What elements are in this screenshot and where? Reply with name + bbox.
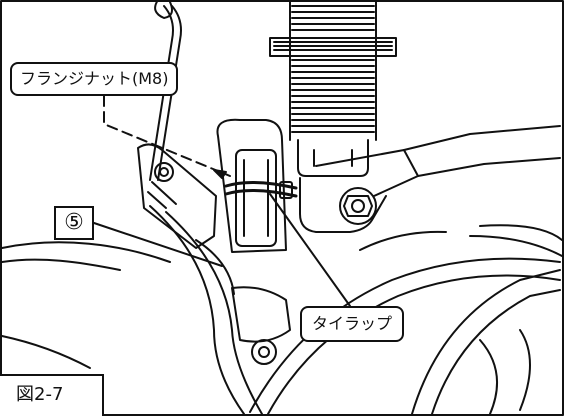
hub-outline	[359, 224, 563, 415]
part-number-label: ⑤	[54, 206, 94, 240]
figure-number-label: 図2-7	[0, 374, 104, 416]
flange-nut-arrowhead	[213, 169, 227, 179]
brake-line	[149, 0, 182, 181]
hose-bracket	[216, 118, 298, 253]
tie-wrap-label: タイラップ	[300, 306, 405, 342]
flange-nut-label: フランジナット(M8)	[10, 62, 179, 96]
harness-tubes	[149, 205, 561, 415]
chassis-tube	[1, 241, 171, 369]
mounting-bracket	[137, 143, 217, 249]
shock-spring	[269, 0, 397, 177]
flange-nut-leader	[103, 95, 231, 177]
part-number-leader	[93, 222, 223, 267]
knuckle-bracket	[299, 125, 561, 233]
tie-wrap-leader	[269, 193, 351, 307]
